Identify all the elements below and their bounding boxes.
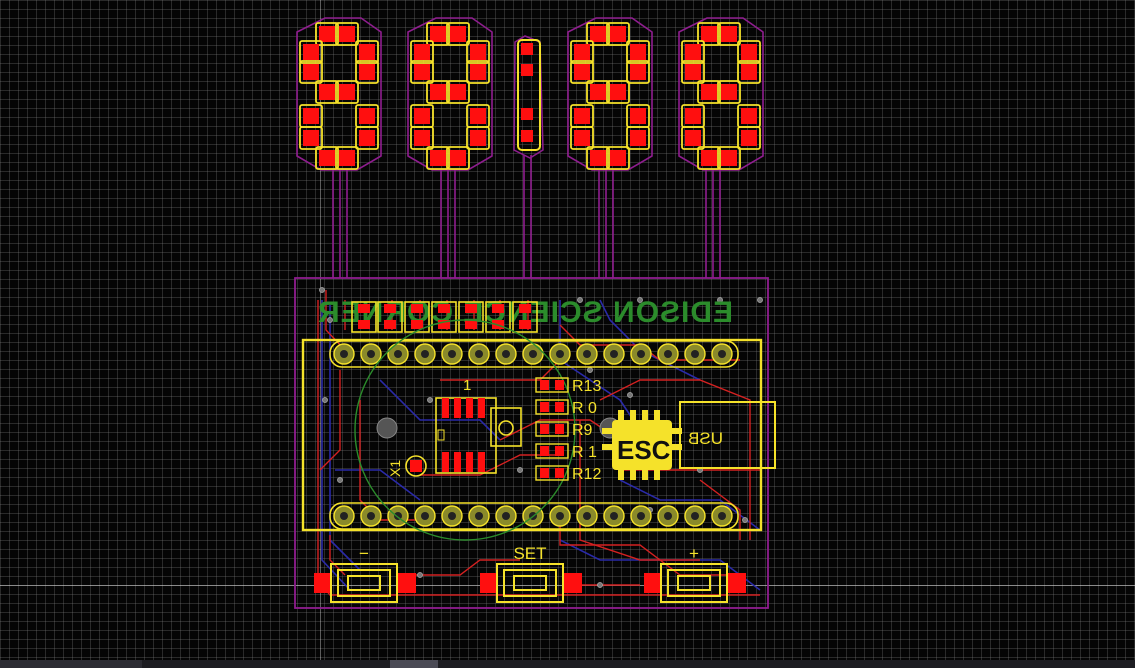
digit-1[interactable] [296, 17, 382, 171]
segment-resistor-5[interactable] [458, 301, 484, 333]
courtyard-circle [354, 319, 576, 541]
colon-separator[interactable] [513, 35, 544, 159]
esc-logo-text: ESC [617, 435, 671, 465]
button-label: SET [513, 544, 546, 563]
pin-header-top[interactable] [329, 340, 739, 368]
push-buttons[interactable]: − SET + [314, 544, 746, 603]
status-bar [0, 660, 1135, 668]
ic-u1[interactable]: 1 [435, 377, 497, 474]
resistor-r13[interactable]: R13 [535, 377, 601, 395]
resistor-label: R9 [572, 422, 593, 439]
esc-logo: ESC [602, 410, 682, 480]
segment-resistor-row[interactable] [351, 301, 538, 333]
button-plus[interactable]: + [644, 544, 746, 603]
resistor-r12[interactable]: R12 [535, 465, 601, 483]
segment-resistor-2[interactable] [377, 301, 403, 333]
reset-button-footprint[interactable] [490, 407, 522, 447]
resistor-label: R 1 [572, 444, 597, 461]
pin-header-bottom[interactable] [329, 502, 739, 530]
mounting-hole-left [376, 417, 398, 439]
digit-connection-traces [332, 155, 721, 278]
pin-headers[interactable] [329, 340, 739, 530]
resistor-label: R13 [572, 378, 601, 395]
digit-4[interactable] [678, 17, 764, 171]
digit-2[interactable] [407, 17, 493, 171]
button-minus[interactable]: − [314, 544, 416, 603]
button-set[interactable]: SET [480, 544, 582, 603]
digit-3[interactable] [567, 17, 653, 171]
seven-segment-digits[interactable] [296, 17, 764, 171]
resistor-label: R 0 [572, 400, 597, 417]
button-label: − [359, 544, 369, 563]
usb-connector[interactable]: USB [679, 401, 776, 469]
usb-label: USB [688, 429, 723, 448]
ic-label: 1 [463, 377, 471, 394]
resistor-stack[interactable]: R13 R 0 R9 R 1 R12 [535, 377, 601, 483]
segment-resistor-4[interactable] [431, 301, 457, 333]
crystal-label: X1 [387, 460, 403, 477]
status-tab-active[interactable] [390, 660, 438, 668]
segment-resistor-3[interactable] [404, 301, 430, 333]
status-tab-left[interactable] [0, 660, 142, 668]
crystal-x1[interactable]: X1 [387, 455, 427, 477]
segment-resistor-7[interactable] [512, 301, 538, 333]
nano-outline[interactable] [301, 338, 763, 532]
resistor-r1[interactable]: R 1 [535, 443, 597, 461]
resistor-label: R12 [572, 466, 601, 483]
button-label: + [689, 544, 699, 563]
segment-resistor-1[interactable] [351, 301, 377, 333]
resistor-r0[interactable]: R 0 [535, 399, 597, 417]
resistor-r9[interactable]: R9 [535, 421, 593, 439]
crosshair-vertical [320, 0, 321, 660]
